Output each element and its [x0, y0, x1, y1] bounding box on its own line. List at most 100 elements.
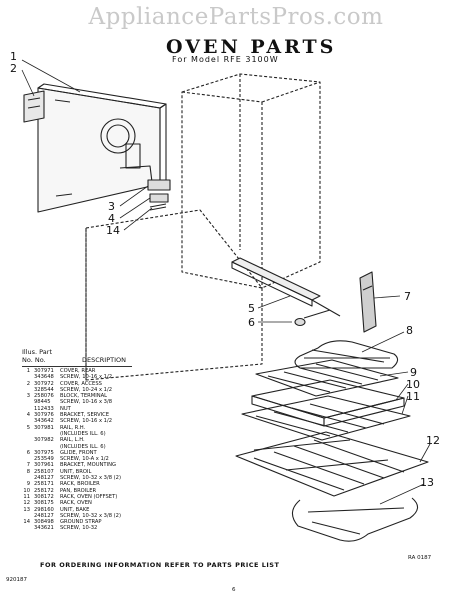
callout-12: 12 [426, 434, 440, 447]
illus-number: 6 [26, 449, 30, 456]
glide-part [294, 309, 331, 327]
rail-part [231, 257, 341, 317]
part-description: RACK, OVEN (OFFSET) [60, 493, 118, 500]
oven-rack-offset-part [241, 395, 411, 441]
part-description: (INCLUDES ILL. 6) [60, 430, 106, 437]
illus-number: 12 [23, 500, 30, 507]
illus-number: 10 [23, 487, 30, 494]
illus-number: 5 [26, 424, 30, 431]
callout-3: 3 [108, 200, 115, 213]
callout-8: 8 [406, 324, 413, 337]
part-description: RAIL, L.H. [60, 437, 85, 444]
terminal-block-part [147, 179, 171, 211]
illus-number: 11 [23, 493, 30, 500]
watermark: AppliancePartsPros.com [88, 4, 384, 30]
part-description: PAN, BROILER [60, 487, 97, 494]
part-number: 343648 [34, 374, 54, 381]
part-description: COVER, REAR [60, 368, 96, 374]
part-description: RACK, OVEN [60, 500, 92, 507]
illus-number: 9 [26, 481, 30, 488]
part-number: 308498 [34, 519, 54, 526]
page-number: 6 [232, 587, 236, 593]
part-description: BLOCK, TERMINAL [60, 393, 108, 400]
callout-4: 4 [108, 212, 115, 225]
illus-number: 1 [26, 368, 30, 374]
part-number: 253549 [34, 456, 54, 463]
part-description: SCREW, 10-32 x 3/8 (2) [60, 512, 122, 519]
callout-9: 9 [410, 366, 417, 379]
document-code: 920187 [6, 577, 27, 583]
part-description: BRACKET, SERVICE [60, 412, 110, 419]
broil-unit-part [294, 340, 399, 369]
part-number: 308175 [34, 500, 54, 507]
part-number: 298160 [34, 506, 54, 513]
oven-rack-part [235, 431, 429, 497]
header-description: DESCRIPTION [82, 356, 126, 364]
illus-number: 3 [26, 393, 30, 400]
part-description: BRACKET, MOUNTING [60, 462, 117, 469]
part-description: SCREW, 10-16 x 1/2 [60, 374, 113, 381]
ordering-footer: FOR ORDERING INFORMATION REFER TO PARTS … [40, 561, 280, 569]
part-description: GROUND STRAP [60, 519, 102, 526]
callout-5: 5 [248, 302, 255, 315]
callout-7: 7 [404, 290, 411, 303]
callout-13: 13 [420, 476, 434, 489]
illus-number: 2 [26, 380, 30, 387]
broiler-pan-part [251, 379, 405, 427]
bake-unit-part [291, 497, 419, 542]
rear-cover-part [37, 83, 167, 213]
mounting-bracket-part [359, 271, 377, 333]
illus-number: 14 [23, 519, 30, 526]
part-description: SCREW, 10-A x 1/2 [60, 456, 109, 463]
callout-11: 11 [406, 390, 420, 403]
access-cover-part [23, 90, 45, 123]
oven-cavity-outline [85, 73, 321, 381]
part-description: SCREW, 10-16 x 1/2 [60, 418, 113, 425]
part-number: 343621 [34, 525, 54, 532]
part-number: 307981 [34, 424, 54, 431]
part-description: NUT [60, 405, 71, 412]
part-number: 258172 [34, 487, 54, 494]
part-number: 307982 [34, 437, 54, 444]
part-description: GLIDE, FRONT [60, 449, 97, 456]
page-title: OVEN PARTS [166, 36, 337, 58]
part-description: (INCLUDES ILL. 6) [60, 443, 106, 450]
part-number: 248127 [34, 512, 54, 519]
illus-number: 7 [26, 462, 30, 469]
illus-number: 4 [26, 412, 30, 419]
header-illus: Illus. Part [22, 348, 52, 356]
broiler-rack-part [255, 359, 399, 397]
part-number: 307976 [34, 412, 54, 419]
drawing-code: RA 0187 [408, 555, 432, 561]
part-description: UNIT, BROIL [60, 468, 92, 475]
callout-6: 6 [248, 316, 255, 329]
illus-number: 8 [26, 468, 30, 475]
part-number: 308172 [34, 493, 54, 500]
part-description: SCREW, 10-24 x 1/2 [60, 386, 113, 393]
illus-number: 13 [23, 506, 30, 513]
part-description: RACK, BROILER [60, 481, 100, 488]
part-description: SCREW, 10-32 x 3/8 (2) [60, 475, 122, 482]
part-number: 248127 [34, 475, 54, 482]
part-number: 307975 [34, 449, 54, 456]
callout-2: 2 [10, 62, 17, 75]
callout-10: 10 [406, 378, 420, 391]
part-number: 307972 [34, 380, 54, 387]
model-subtitle: For Model RFE 3100W [172, 55, 279, 64]
part-number: 258107 [34, 468, 54, 475]
part-description: COVER, ACCESS [60, 380, 102, 387]
part-number: 307971 [34, 368, 54, 374]
part-number: 112433 [34, 405, 54, 412]
header-no: No. No. [22, 356, 46, 364]
part-description: UNIT, BAKE [60, 506, 90, 513]
header-rule [22, 366, 132, 367]
callout-1: 1 [10, 50, 17, 63]
callout-14: 14 [106, 224, 120, 237]
part-number: 98445 [34, 399, 51, 406]
part-number: 307961 [34, 462, 54, 469]
part-number: 258076 [34, 393, 54, 400]
part-number: 328544 [34, 386, 54, 393]
part-description: RAIL, R.H. [60, 424, 86, 431]
part-number: 258171 [34, 481, 54, 488]
